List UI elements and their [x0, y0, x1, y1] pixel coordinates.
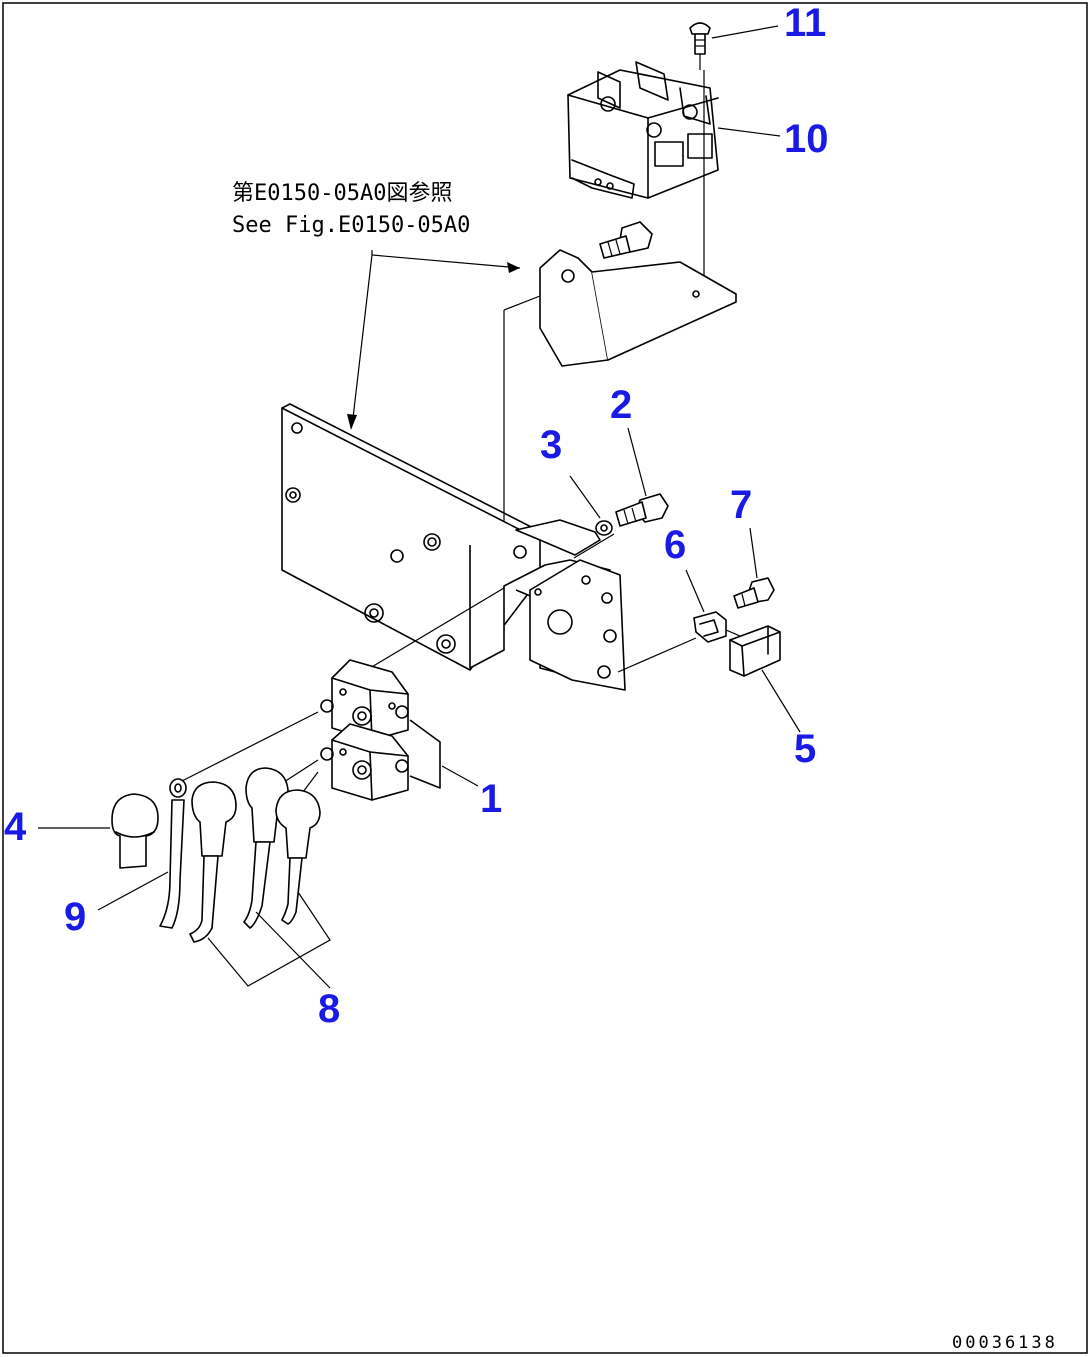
- callout-9: 9: [64, 895, 86, 939]
- bolt-2: [615, 493, 669, 527]
- reference-arrows: [347, 250, 521, 430]
- cap-5: [729, 625, 781, 677]
- screw-11: [689, 22, 711, 70]
- side-bracket: [469, 519, 626, 691]
- bolt-7: [733, 577, 775, 609]
- callouts: 1 2 3 4 5 6 7 8 9 10 11: [4, 1, 829, 1031]
- terminal-wire-9: [159, 778, 187, 929]
- washer-3: [595, 520, 613, 536]
- cover-4: [111, 793, 159, 869]
- callout-11: 11: [784, 1, 826, 45]
- callout-4: 4: [4, 805, 27, 849]
- main-plate: [281, 403, 546, 671]
- relay-block-10: [567, 61, 719, 199]
- terminal-cover-8b: [243, 767, 289, 929]
- terminal-cover-8c: [275, 789, 321, 925]
- callout-1: 1: [480, 777, 502, 821]
- reference-note-ja: 第E0150-05A0図参照: [232, 181, 452, 206]
- top-bracket: [539, 249, 737, 367]
- callout-10: 10: [784, 117, 829, 161]
- terminal-cover-8a: [189, 781, 237, 943]
- reference-note-en: See Fig.E0150-05A0: [232, 213, 470, 238]
- bracket-bolt: [599, 221, 653, 259]
- callout-7: 7: [730, 483, 752, 527]
- clip-6: [693, 611, 727, 643]
- callout-5: 5: [794, 727, 816, 771]
- callout-2: 2: [610, 383, 632, 427]
- drawing-code: 00036138: [952, 1333, 1058, 1353]
- callout-8: 8: [318, 987, 340, 1031]
- callout-3: 3: [540, 423, 562, 467]
- callout-6: 6: [664, 523, 686, 567]
- circuit-breaker-1: [320, 659, 441, 801]
